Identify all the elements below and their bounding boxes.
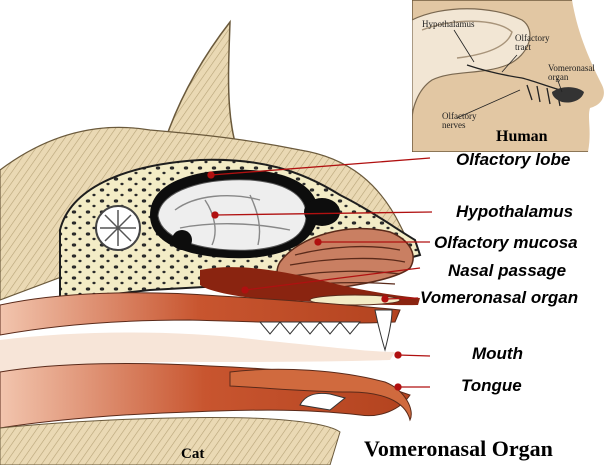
label-tongue: Tongue — [461, 376, 522, 395]
human-inset — [412, 0, 611, 152]
label-olfactory-lobe: Olfactory lobe — [456, 150, 571, 169]
human-nerve-fibers — [466, 64, 568, 107]
inset-label-olfactory-tract-1: Olfactory — [515, 33, 550, 43]
chin-fur — [0, 416, 341, 465]
label-olfactory-mucosa: Olfactory mucosa — [434, 233, 578, 252]
olfactory-bulb — [304, 198, 340, 226]
skull-foramen — [172, 230, 192, 250]
inset-label-vomeronasal-2: organ — [548, 72, 569, 82]
mouth-cavity — [0, 332, 395, 372]
inset-label-hypothalamus: Hypothalamus — [422, 19, 475, 29]
upper-teeth — [258, 321, 362, 335]
human-vomeronasal-organ — [552, 87, 584, 103]
caption-title: Vomeronasal Organ — [364, 436, 553, 461]
human-brain-fold — [421, 20, 513, 59]
brain-folds — [174, 194, 291, 246]
inset-title: Human — [496, 128, 548, 145]
lower-teeth — [299, 392, 347, 411]
human-brain-outline — [412, 8, 531, 121]
vomeronasal-organ — [309, 294, 401, 306]
tongue — [229, 368, 412, 422]
leader-lines — [207, 157, 433, 391]
palate-tissue — [0, 292, 401, 336]
human-nose-profile — [572, 0, 611, 152]
inset-label-olfactory-nerves-1: Olfactory — [442, 111, 477, 121]
turbinate-lines — [289, 245, 406, 286]
inner-ear-spiral — [100, 210, 136, 246]
caption-cat: Cat — [181, 446, 205, 462]
inset-label-olfactory-nerves-2: nerves — [442, 120, 466, 130]
label-vomeronasal-organ: Vomeronasal organ — [420, 288, 579, 307]
label-hypothalamus: Hypothalamus — [456, 202, 574, 221]
label-mouth: Mouth — [472, 344, 523, 363]
inset-label-vomeronasal-1: Vomeronasal — [548, 63, 595, 73]
inset-label-olfactory-tract-2: tract — [515, 42, 531, 52]
upper-canine — [374, 309, 393, 352]
label-nasal-passage: Nasal passage — [448, 261, 567, 280]
